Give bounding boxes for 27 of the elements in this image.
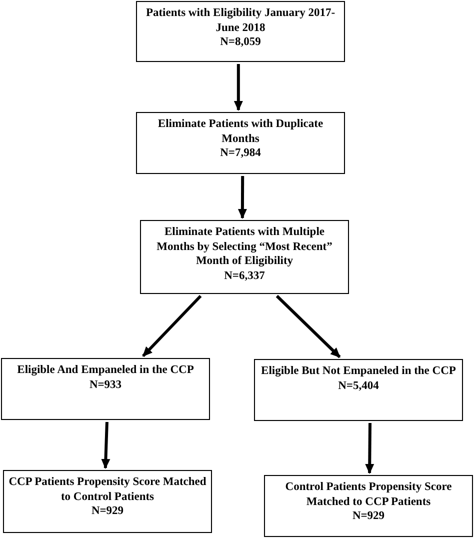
step-text: Patients with Eligibility January 2017-June 2018 bbox=[144, 6, 336, 35]
step-text: Eliminate Patients with Duplicate Months bbox=[156, 117, 324, 146]
process-box bbox=[3, 470, 212, 533]
count-text: N=7,984 bbox=[220, 146, 261, 160]
process-box bbox=[136, 112, 345, 174]
step-text: Eliminate Patients with Multiple Months by Selecting “Most Recent” Month of Eligibility bbox=[156, 225, 334, 268]
count-text: N=5,404 bbox=[338, 378, 379, 393]
process-box bbox=[264, 475, 473, 537]
arrow bbox=[238, 176, 247, 219]
count-text: N=929 bbox=[91, 504, 124, 518]
arrow bbox=[365, 422, 374, 474]
process-box bbox=[1, 358, 210, 420]
arrow bbox=[142, 294, 202, 358]
count-text: N=929 bbox=[352, 509, 385, 524]
arrow bbox=[234, 64, 243, 111]
step-text: Eligible But Not Empaneled in the CCP bbox=[261, 364, 456, 378]
step-text: CCP Patients Propensity Score Matched to Control Patients bbox=[8, 475, 207, 504]
arrow bbox=[276, 294, 341, 358]
count-text: N=6,337 bbox=[224, 268, 265, 283]
process-box bbox=[254, 359, 463, 421]
count-text: N=8,059 bbox=[220, 35, 261, 50]
process-box bbox=[136, 1, 345, 62]
count-text: N=933 bbox=[89, 378, 122, 392]
step-text: Control Patients Propensity Score Matched to CCP Patients bbox=[284, 480, 453, 509]
arrow bbox=[101, 422, 110, 469]
process-box bbox=[140, 220, 349, 294]
step-text: Eligible And Empaneled in the CCP bbox=[17, 363, 194, 378]
